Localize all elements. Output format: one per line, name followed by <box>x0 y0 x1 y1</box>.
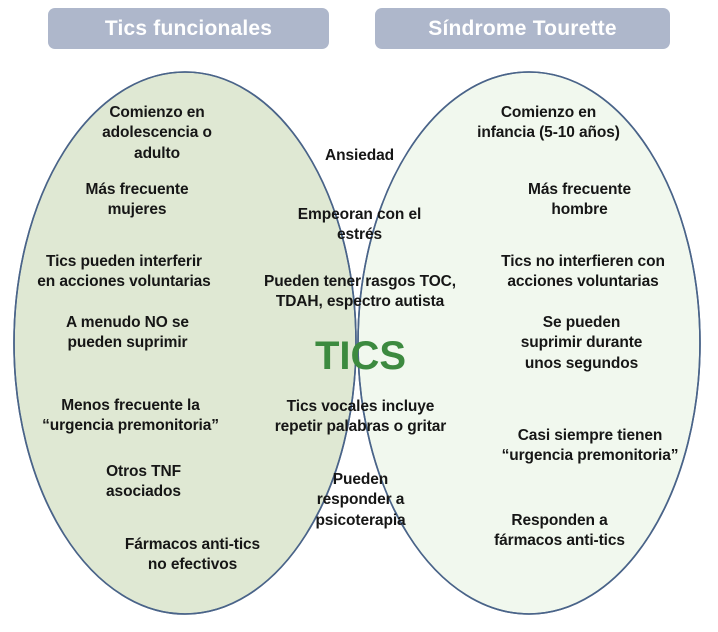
right-item-onset: Comienzo en infancia (5-10 años) <box>477 104 620 142</box>
circle-left-outline <box>13 71 357 615</box>
right-item-voluntary-action-interference: Tics no interfieren con acciones volunta… <box>501 253 665 291</box>
left-item-suppression: A menudo NO se pueden suprimir <box>66 314 189 352</box>
header-pill-tics-funcionales: Tics funcionales <box>48 8 329 49</box>
header-pill-left-label: Tics funcionales <box>104 16 273 40</box>
left-item-sex-prevalence: Más frecuente mujeres <box>85 181 189 219</box>
shared-item-psychotherapy: Pueden responder a psicoterapia <box>315 471 406 529</box>
header-pill-sindrome-tourette: Síndrome Tourette <box>375 8 670 49</box>
shared-item-stress: Empeoran con el estrés <box>297 206 422 244</box>
left-item-voluntary-action-interference: Tics pueden interferir en acciones volun… <box>37 253 211 291</box>
shared-item-vocal-tics: Tics vocales incluye repetir palabras o … <box>274 398 447 436</box>
shared-item-anxiety: Ansiedad <box>325 147 394 164</box>
left-item-premonitory-urge: Menos frecuente la “urgencia premonitori… <box>42 397 219 435</box>
right-item-medication-response: Responden a fármacos anti-tics <box>494 512 625 550</box>
left-item-associated-fnd: Otros TNF asociados <box>106 463 181 501</box>
center-label-tics: TICS <box>314 334 407 378</box>
left-item-onset: Comienzo en adolescencia o adulto <box>102 104 212 162</box>
left-item-medication-response: Fármacos anti-tics no efectivos <box>124 536 261 574</box>
header-pill-right-label: Síndrome Tourette <box>428 16 617 40</box>
circle-right-outline <box>357 71 701 615</box>
shared-item-comorbidities: Pueden tener rasgos TOC, TDAH, espectro … <box>264 273 456 311</box>
right-item-sex-prevalence: Más frecuente hombre <box>528 181 631 219</box>
right-item-premonitory-urge: Casi siempre tienen “urgencia premonitor… <box>501 427 679 465</box>
right-item-suppression: Se pueden suprimir durante unos segundos <box>520 314 643 372</box>
